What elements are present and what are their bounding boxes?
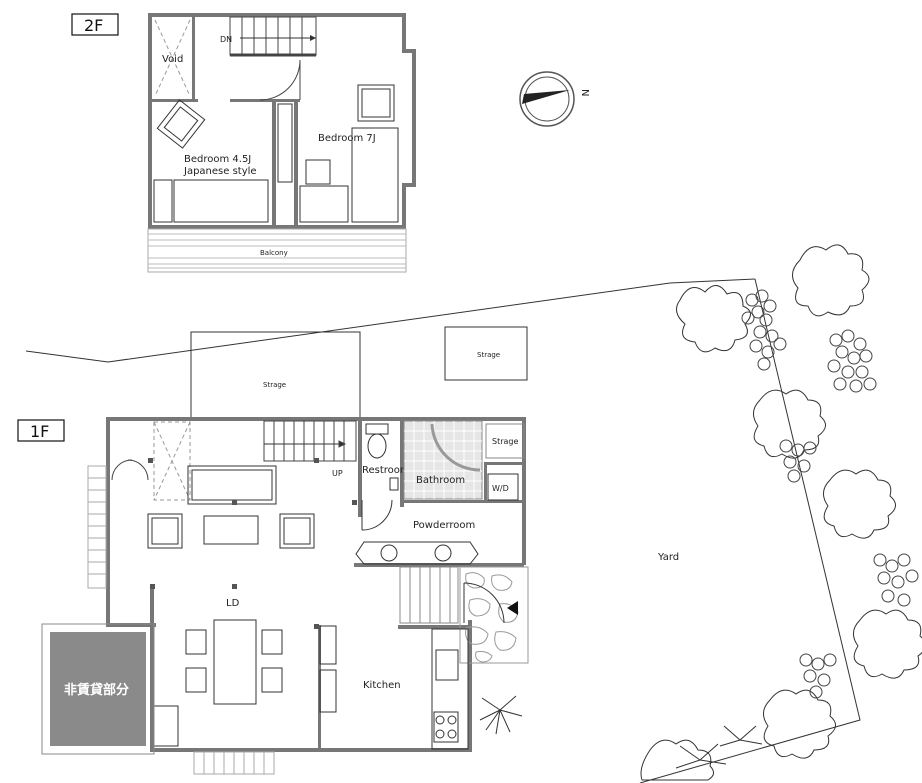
- stairs-2f: DN: [220, 16, 317, 101]
- label-dn: DN: [220, 35, 232, 44]
- vanity: [355, 541, 479, 565]
- label-bathroom: Bathroom: [416, 475, 465, 486]
- label-void: Void: [162, 54, 183, 65]
- living-furniture: [147, 465, 337, 747]
- entrance-arrow-icon: [507, 601, 518, 615]
- restroom: [361, 423, 399, 531]
- storage-top: Strage: [444, 326, 528, 381]
- bedroom-7-furniture: [277, 84, 399, 223]
- label-bedroom-45: Bedroom 4.5J: [184, 154, 251, 165]
- floor-tag-1f: 1F: [30, 422, 49, 441]
- entrance-steps: [399, 566, 459, 624]
- columns: [148, 458, 357, 629]
- shrub-icons: [741, 289, 919, 699]
- label-non-leased: 非賃貸部分: [64, 682, 129, 698]
- void-area: Void: [154, 19, 191, 97]
- compass-icon: N: [519, 71, 590, 127]
- label-up: UP: [332, 469, 343, 478]
- label-wd: W/D: [492, 484, 509, 493]
- stone-paving: [459, 566, 529, 664]
- left-window-louver: [87, 465, 107, 589]
- label-japanese-style: Japanese style: [183, 166, 257, 177]
- floor-2f: 2F Void: [71, 13, 416, 273]
- label-ld: LD: [226, 598, 240, 609]
- washer-dryer: W/D: [487, 473, 519, 501]
- stairs-1f: [263, 420, 357, 462]
- bottom-window-louver: [193, 751, 275, 775]
- floor-1f: 1F: [17, 417, 529, 775]
- label-storage-left: Strage: [263, 381, 286, 389]
- floor-tag-1f-box: [17, 419, 65, 442]
- label-restroom: Restroom: [362, 465, 410, 476]
- void-1f: [153, 421, 191, 501]
- bathroom: [403, 420, 483, 500]
- walls-2f: [148, 13, 416, 229]
- tree-icons: [640, 244, 922, 781]
- label-storage-top: Strage: [477, 351, 500, 359]
- label-yard: Yard: [657, 552, 679, 563]
- walls-1f: [106, 417, 526, 752]
- storage-left: Strage: [190, 331, 361, 419]
- label-storage-right: Strage: [492, 437, 518, 446]
- bedroom-45-furniture: [153, 99, 269, 223]
- kitchen-fixtures: [431, 628, 469, 750]
- label-balcony: Balcony: [260, 249, 288, 257]
- balcony: Balcony: [147, 228, 407, 273]
- label-powderroom: Powderroom: [413, 520, 475, 531]
- floor-tag-2f-box: [71, 13, 119, 36]
- entry-door-swing: [111, 459, 149, 481]
- label-kitchen: Kitchen: [363, 680, 401, 691]
- storage-right: Strage: [485, 423, 525, 459]
- label-north: N: [579, 89, 590, 96]
- floor-tag-2f: 2F: [84, 16, 103, 35]
- plant-icon: [479, 695, 763, 769]
- label-bedroom-7: Bedroom 7J: [318, 133, 376, 144]
- non-leased-area: 非賃貸部分: [41, 623, 155, 755]
